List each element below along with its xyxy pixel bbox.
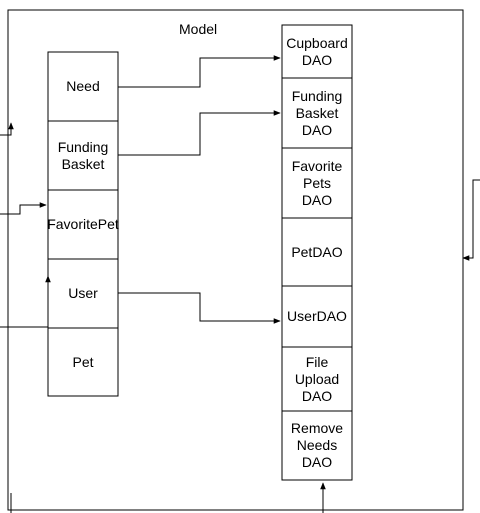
model-title: Model xyxy=(179,21,218,37)
dao-box-favorite-pets xyxy=(281,147,353,219)
arrow-external-to-favorite-pet xyxy=(0,202,47,215)
arrow-external-to-funding-basket xyxy=(0,122,14,136)
arrow-user-to-user-dao xyxy=(118,292,281,324)
arrow-external-right-into-model xyxy=(462,179,480,261)
dao-box-pet xyxy=(281,217,353,287)
arrow-need-to-cupboard-dao xyxy=(118,55,281,88)
dao-box-funding-basket xyxy=(281,77,353,149)
entity-box-pet xyxy=(47,327,119,397)
entity-box-need xyxy=(47,51,119,122)
dao-box-file-upload xyxy=(281,346,353,412)
arrow-funding-basket-to-funding-basket-dao xyxy=(118,110,281,156)
dao-box-user xyxy=(281,285,353,348)
entity-box-funding-basket xyxy=(47,120,119,191)
entity-box-user xyxy=(47,258,119,329)
dao-box-cupboard xyxy=(281,24,353,79)
arrow-user-line-to-favorite-pet xyxy=(0,275,51,328)
dao-box-remove-needs xyxy=(281,410,353,481)
entity-box-favorite-pet xyxy=(47,189,119,260)
